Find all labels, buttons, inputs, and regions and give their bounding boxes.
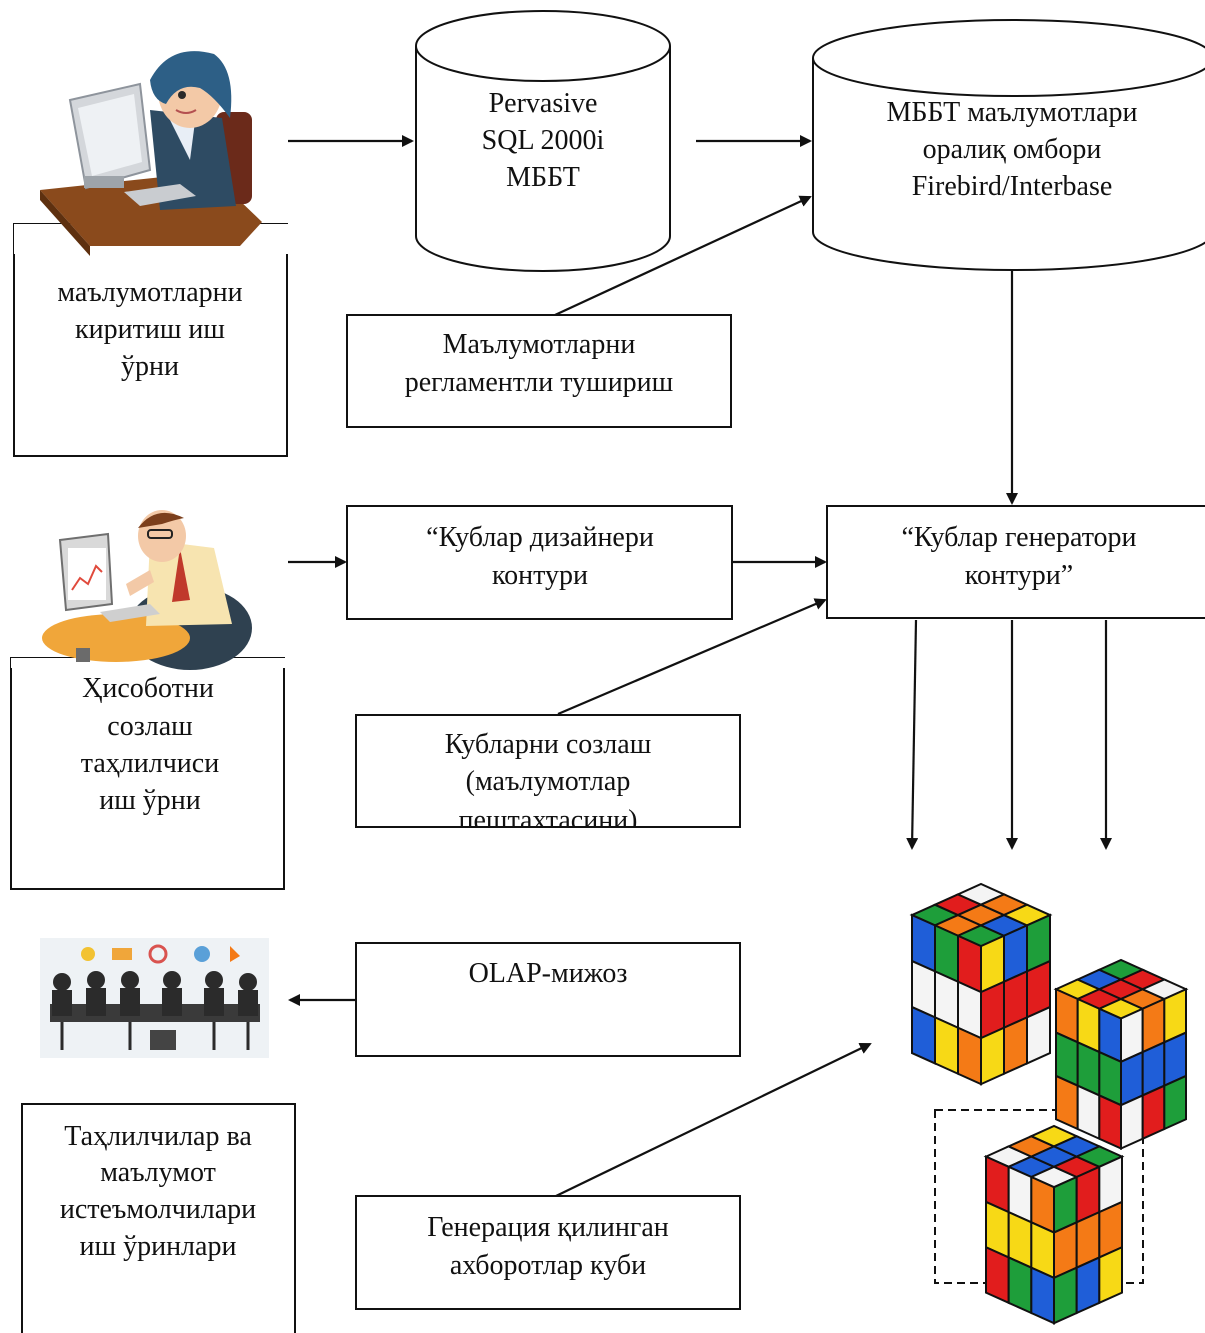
cube-sticker — [1030, 1266, 1055, 1325]
input-workplace-line-3: ўрни — [121, 351, 179, 382]
generated-cube-line-1: Генерация қилинган — [427, 1212, 669, 1243]
cube-sticker — [1055, 1074, 1079, 1131]
pervasive-db-line-1: Pervasive — [489, 88, 598, 119]
cube-setup-line-3: пештахтасини) — [459, 805, 638, 836]
scheduled-unload-box: Маълумотларни регламентли тушириш — [346, 314, 732, 428]
cube-sticker — [985, 1245, 1010, 1305]
cube-generator-line-2: контури” — [965, 560, 1073, 591]
cube-sticker — [1163, 1074, 1187, 1131]
pervasive-db-cylinder: Pervasive SQL 2000i МББТ — [415, 10, 671, 272]
intermediate-db-line-1: МББТ маълумотлари — [886, 97, 1137, 128]
cube-generator-line-1: “Кублар генератори — [901, 522, 1136, 553]
olap-client-box: OLAP-мижоз — [355, 942, 741, 1057]
input-workplace-line-1: маълумотларни — [57, 277, 242, 308]
team-meeting-icon — [40, 938, 269, 1058]
pervasive-db-line-2: SQL 2000i — [482, 125, 605, 156]
cube-sticker — [1098, 1093, 1122, 1151]
cube-sticker — [957, 1026, 982, 1086]
cube-setup-line-2: (маълумотлар — [466, 766, 631, 797]
input-workplace-box: маълумотларни киритиш иш ўрни — [13, 223, 288, 457]
connectors — [288, 135, 1112, 1197]
cube-sticker — [1076, 1084, 1101, 1141]
intermediate-db-cylinder: МББТ маълумотлари оралиқ омбори Firebird… — [812, 19, 1205, 271]
consumers-line-4: иш ўринлари — [80, 1231, 237, 1262]
arrow-setup-to-generator — [557, 598, 827, 716]
cube-designer-line-1: “Кублар дизайнери — [426, 522, 654, 553]
cube-sticker — [1098, 1245, 1123, 1305]
rubik-cube-icon — [909, 882, 1053, 1086]
pervasive-db-line-3: МББТ — [506, 162, 580, 193]
report-analyst-line-2: созлаш — [107, 711, 193, 742]
cube-setup-box: Кубларни созлаш (маълумотлар пештахтасин… — [355, 714, 741, 836]
cube-sticker — [1075, 1255, 1101, 1315]
scheduled-unload-line-2: регламентли тушириш — [405, 367, 674, 398]
cube-generator-box: “Кублар генератори контури” — [826, 505, 1205, 619]
cube-sticker — [1003, 1015, 1028, 1076]
consumers-line-2: маълумот — [100, 1157, 216, 1188]
report-analyst-box: Ҳисоботни созлаш таҳлилчиси иш ўрни — [10, 657, 285, 890]
rubik-cube-icon — [983, 1124, 1125, 1325]
man-at-computer-icon — [11, 510, 287, 670]
scheduled-unload-line-1: Маълумотларни — [443, 329, 636, 360]
cube-designer-line-2: контури — [492, 560, 588, 591]
consumers-line-3: истеъмолчилари — [60, 1194, 256, 1225]
rubik-cube-icon — [1053, 958, 1189, 1151]
generated-cube-box: Генерация қилинган ахборотлар куби — [355, 1195, 741, 1310]
consumers-box: Таҳлилчилар ва маълумот истеъмолчилари и… — [21, 1103, 296, 1333]
arrow-generator-down-1 — [906, 619, 919, 850]
arrow-cube-to-generated — [555, 1042, 872, 1197]
intermediate-db-line-2: оралиқ омбори — [923, 134, 1102, 165]
cube-sticker — [1141, 1084, 1166, 1141]
cube-sticker — [980, 1026, 1005, 1086]
cube-designer-box: “Кублар дизайнери контури — [346, 505, 733, 620]
cube-setup-line-1: Кубларни созлаш — [445, 729, 652, 760]
input-workplace-line-2: киритиш иш — [75, 314, 225, 345]
consumers-line-1: Таҳлилчилар ва — [64, 1121, 252, 1152]
cube-sticker — [911, 1005, 936, 1065]
generated-cube-line-2: ахборотлар куби — [450, 1250, 646, 1281]
cube-sticker — [1053, 1266, 1078, 1325]
cube-sticker — [1007, 1255, 1033, 1315]
woman-at-computer-icon — [14, 51, 288, 256]
cube-sticker — [1120, 1093, 1144, 1151]
cube-sticker — [1026, 1005, 1051, 1065]
olap-client-label: OLAP-мижоз — [469, 958, 628, 989]
cube-sticker — [934, 1015, 959, 1076]
intermediate-db-line-3: Firebird/Interbase — [912, 171, 1113, 202]
arrow-unload-to-intermediate — [554, 195, 812, 316]
report-analyst-line-4: иш ўрни — [99, 785, 201, 816]
report-analyst-line-3: таҳлилчиси — [81, 748, 219, 779]
report-analyst-line-1: Ҳисоботни — [82, 673, 214, 704]
